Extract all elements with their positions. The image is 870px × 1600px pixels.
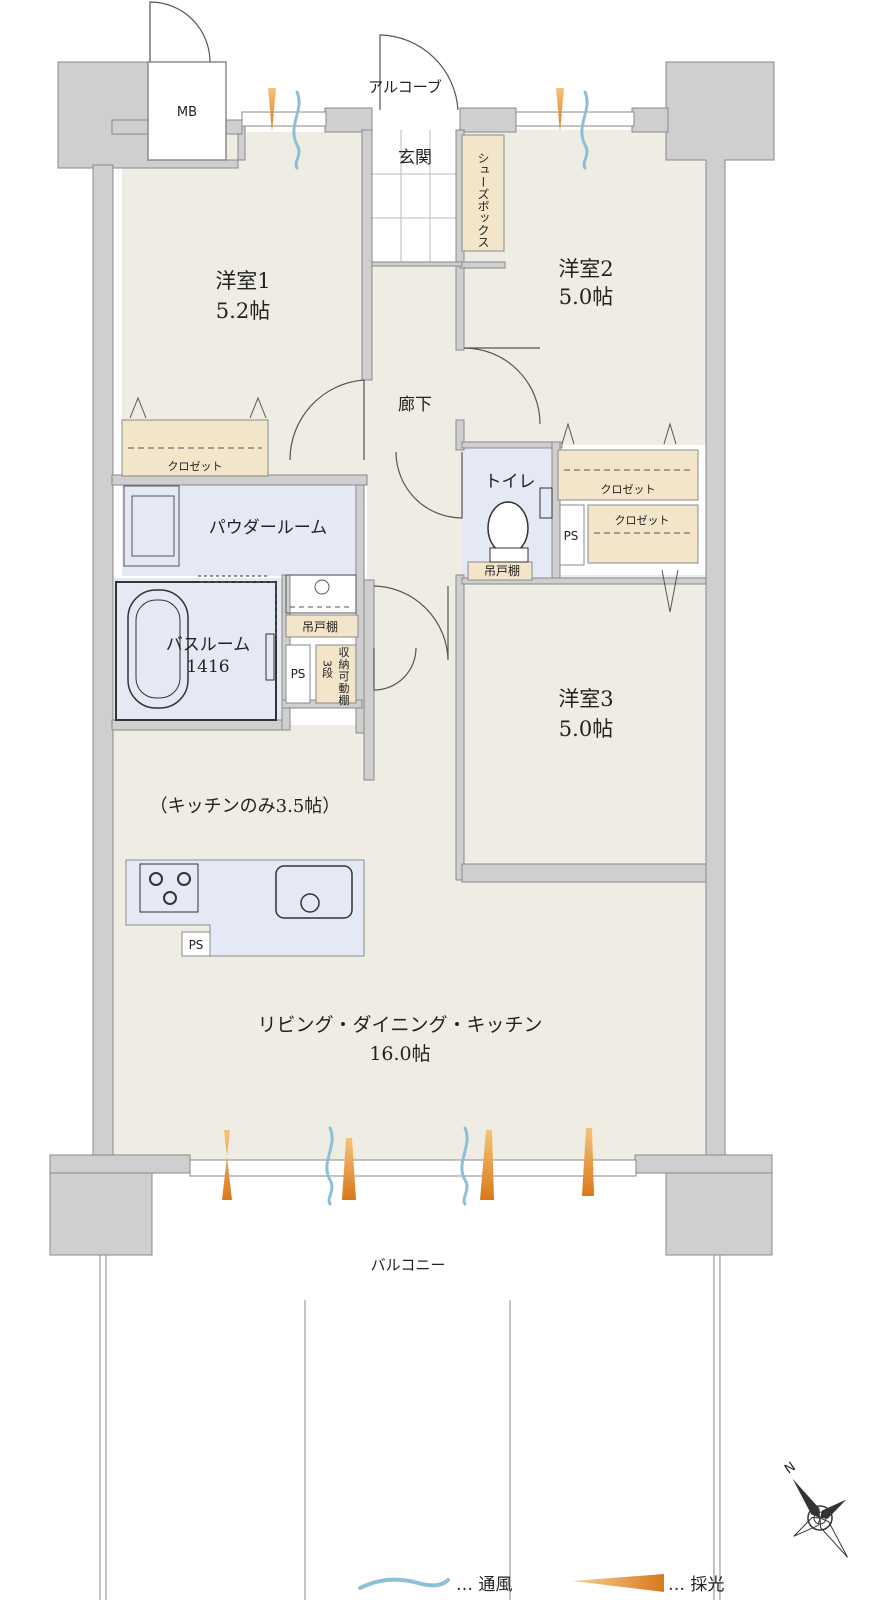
mb-box [147, 1, 227, 161]
powder-room-label: パウダールーム [209, 518, 328, 538]
storage-shelf [315, 644, 357, 704]
ps-box-toilet [559, 504, 585, 566]
bathroom-name: バスルーム [166, 635, 251, 655]
entrance-floor [372, 130, 460, 262]
bathtub [115, 575, 277, 721]
wind-icon [292, 90, 301, 170]
entrance-tiles [372, 130, 460, 262]
labels: MB アルコーブ 玄関 シューズボックス 洋室1 5.2帖 洋室2 5.0帖 廊… [150, 78, 670, 1274]
wind-icon [460, 1126, 469, 1206]
hanging-shelf-powder [285, 614, 359, 638]
ps-box-kitchen [181, 931, 211, 957]
mb-label: MB [177, 105, 197, 120]
sun-icon [582, 1128, 594, 1196]
closet-room-3 [587, 504, 699, 613]
western-room-1-name: 洋室1 [215, 269, 270, 293]
daylight-marks [222, 88, 594, 1200]
storage-char-1: 納 [339, 658, 350, 671]
legend: … 通風 … 採光 [358, 1574, 724, 1595]
ps-label-bath: PS [291, 667, 306, 681]
ps-box-bath [285, 644, 311, 704]
closet-label-3: クロゼット [615, 514, 670, 527]
wind-legend-icon [358, 1577, 450, 1590]
ps-label-toilet: PS [564, 529, 579, 543]
sun-legend-icon [572, 1574, 664, 1592]
toilet-label: トイレ [485, 472, 536, 492]
closet-room-2 [557, 422, 699, 501]
western-room-2-size: 5.0帖 [559, 285, 613, 309]
closet-room-1 [121, 396, 269, 477]
western-room-1-size: 5.2帖 [216, 299, 270, 323]
top-windows [189, 111, 637, 1177]
balcony-railing [99, 1255, 721, 1600]
kitchen-note: （キッチンのみ3.5帖） [150, 796, 341, 817]
hanging-shelf-label-toilet: 吊戸棚 [484, 563, 520, 578]
alcove-label: アルコーブ [368, 78, 442, 96]
western-room-3-size: 5.0帖 [559, 717, 613, 741]
wind-icon [325, 1126, 334, 1206]
corridor-floor [367, 262, 462, 782]
shoe-box [461, 134, 505, 252]
sun-icon [480, 1130, 494, 1200]
door-swings [200, 347, 541, 691]
ldk-name: リビング・ダイニング・キッチン [257, 1014, 542, 1036]
storage-char-0: 収 [339, 646, 350, 659]
compass: N [782, 1459, 848, 1558]
kitchen-counter [125, 859, 365, 957]
compass-north-label: N [782, 1459, 799, 1477]
sun-icon [342, 1138, 356, 1200]
western-room-2-name: 洋室2 [558, 257, 613, 281]
entrance-label: 玄関 [398, 148, 432, 168]
walls [49, 61, 775, 1256]
corridor-label: 廊下 [398, 395, 432, 415]
sun-icon [222, 1130, 232, 1200]
storage-count-label: 3段 [321, 660, 334, 679]
western-room-3-name: 洋室3 [558, 687, 613, 711]
storage-char-3: 動 [339, 681, 350, 695]
ldk-size: 16.0帖 [369, 1043, 430, 1065]
balcony-label: バルコニー [371, 1256, 446, 1274]
bathroom-floor [114, 578, 282, 722]
vanity [123, 485, 357, 614]
powder-room-floor [122, 484, 358, 576]
ventilation-marks [292, 90, 589, 1206]
closet-label-1: クロゼット [168, 460, 223, 473]
storage-char-4: 棚 [339, 693, 350, 707]
legend-ventilation: … 通風 [456, 1575, 512, 1595]
ps-label-kitchen: PS [189, 938, 204, 952]
wind-icon [580, 90, 589, 170]
sun-icon [556, 88, 564, 132]
bathroom-size: 1416 [186, 657, 229, 677]
hanging-shelf-label-powder: 吊戸棚 [302, 619, 338, 634]
storage-char-2: 可 [339, 670, 350, 683]
shoe-box-label: シューズボックス [476, 152, 490, 248]
sun-icon [268, 88, 276, 132]
toilet-fixture [487, 487, 553, 563]
entrance-door-swing [379, 34, 459, 111]
legend-daylight: … 採光 [668, 1575, 724, 1595]
closet-label-2: クロゼット [601, 483, 656, 496]
